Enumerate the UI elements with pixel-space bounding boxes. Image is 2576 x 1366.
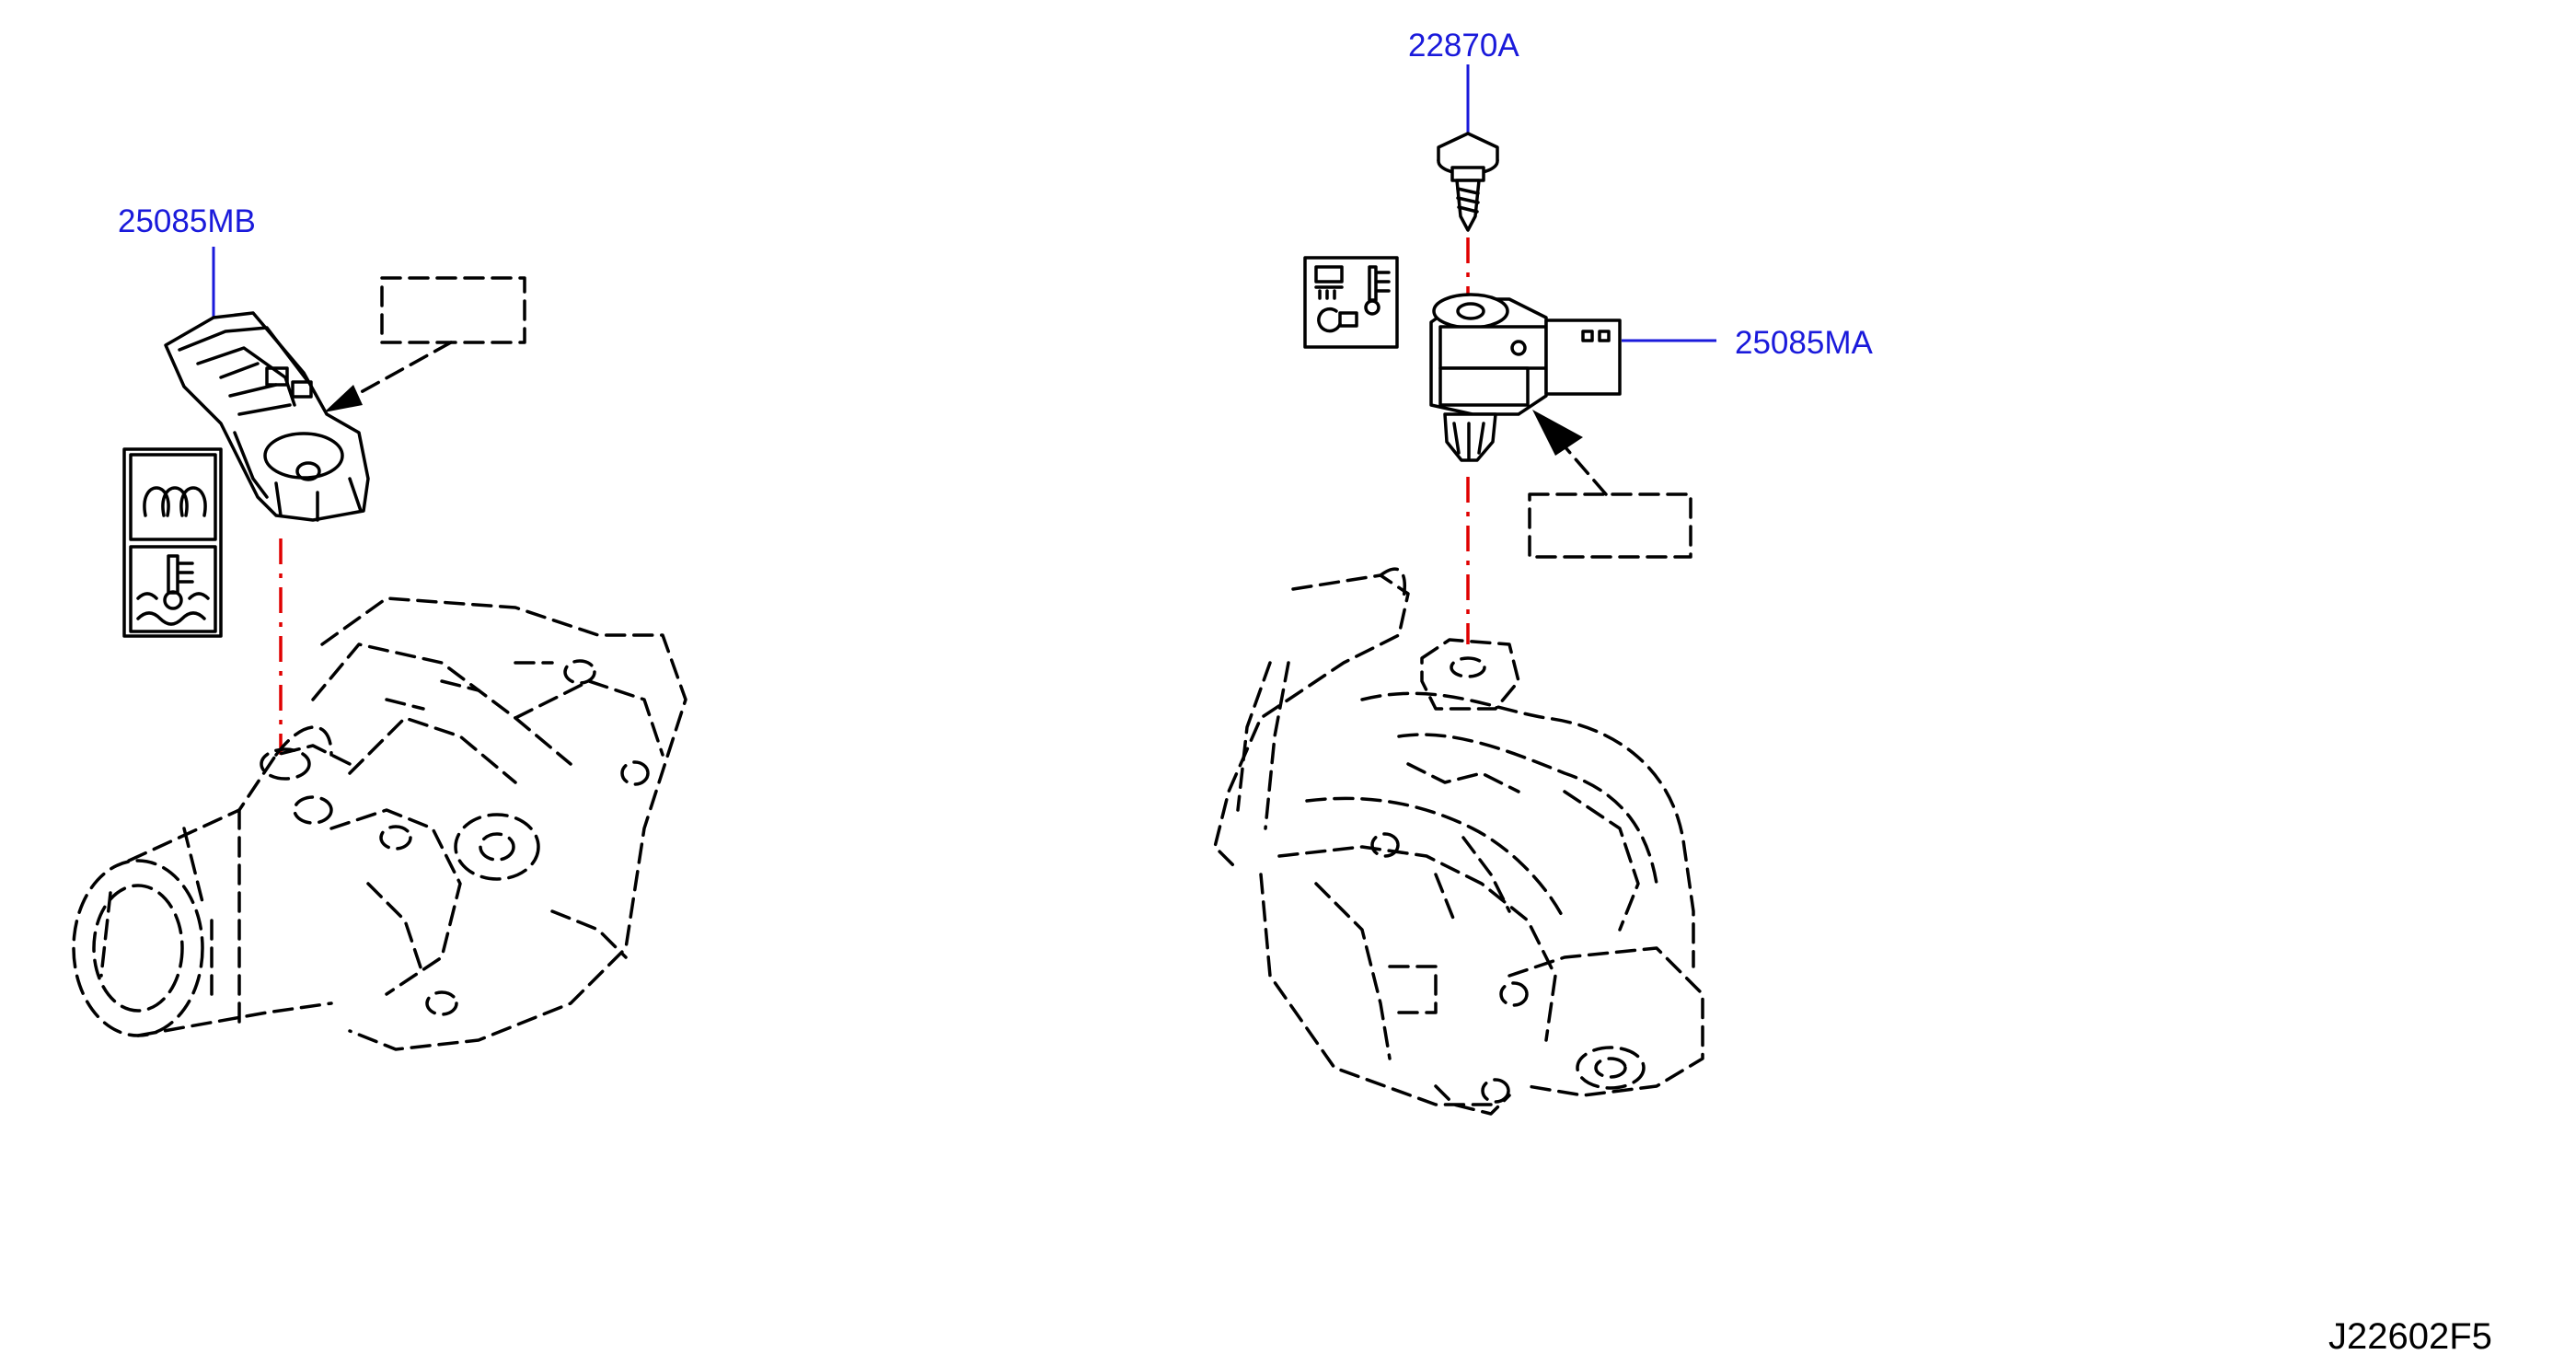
drawing-code: J22602F5 <box>2328 1316 2492 1357</box>
intake-air-temperature-icon <box>143 486 207 517</box>
turbocharger-housing-outline <box>72 596 687 1051</box>
part-callout-22870A[interactable]: 22870A <box>1408 28 1519 64</box>
part-callout-25085MA[interactable]: 25085MA <box>1735 325 1873 361</box>
arrow-head-right <box>1532 410 1583 456</box>
coolant-temperature-icon <box>136 554 210 626</box>
part-callout-25085MB[interactable]: 25085MB <box>118 203 256 239</box>
sensor-25085MB-drawing[interactable] <box>164 311 370 522</box>
reference-box-left <box>380 276 526 344</box>
sensor-25085MA-drawing[interactable] <box>1429 293 1622 462</box>
arrow-line-left <box>352 341 453 398</box>
arrow-line-right <box>1563 445 1608 496</box>
arrow-head-left <box>324 385 363 412</box>
icon-panel-right <box>1303 256 1399 349</box>
intake-manifold-outline <box>1213 567 1704 1116</box>
icon-panel-left <box>122 447 223 638</box>
bolt-22870A-drawing[interactable] <box>1437 132 1499 232</box>
boost-pressure-temperature-icon <box>1314 265 1391 333</box>
reference-box-right <box>1528 492 1692 559</box>
